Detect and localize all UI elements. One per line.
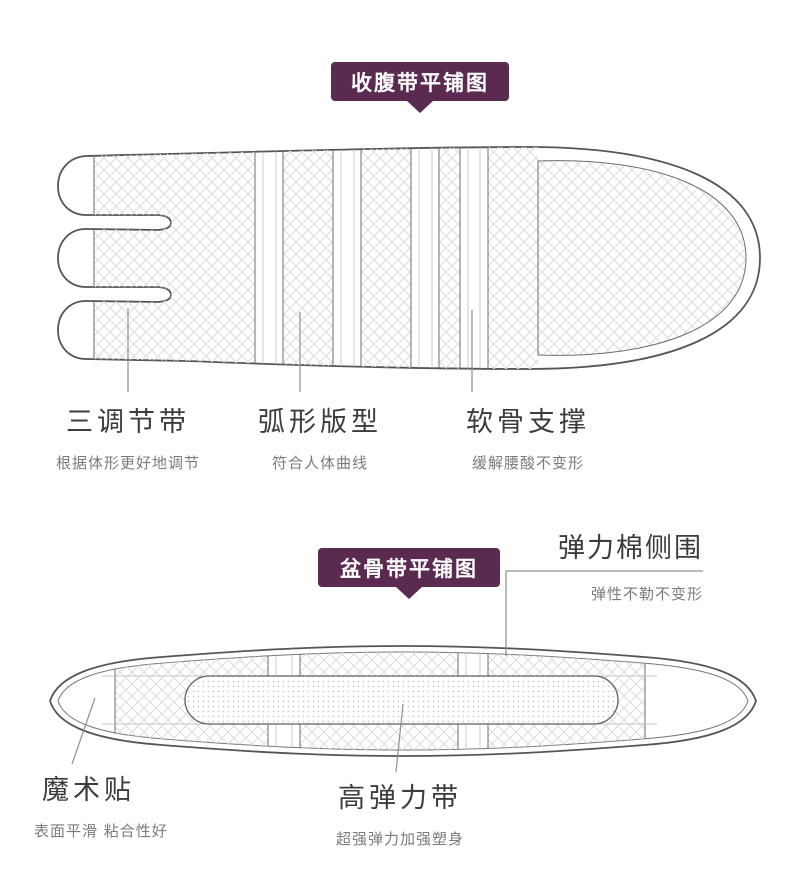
hatch-panel xyxy=(361,147,411,369)
paddle-inner-seam xyxy=(537,160,747,356)
boning-stitch-lines xyxy=(262,147,481,369)
feature-arc-shape: 弧形版型 符合人体曲线 xyxy=(222,400,418,473)
hatch-panel xyxy=(94,147,255,369)
feature-title: 软骨支撑 xyxy=(466,407,590,438)
feature-title: 魔术贴 xyxy=(42,775,135,806)
hatch-panel xyxy=(488,147,538,369)
hatch-panel xyxy=(283,147,333,369)
abdominal-band-badge-arrow-icon xyxy=(407,101,433,113)
callout-elastic-cotton: 弹力棉侧围 弹性不勒不变形 xyxy=(558,526,703,604)
feature-subtitle: 根据体形更好地调节 xyxy=(55,454,200,472)
feature-title: 高弹力带 xyxy=(338,783,462,814)
feature-subtitle: 表面平滑 粘合性好 xyxy=(34,822,168,840)
pelvic-band-illustration xyxy=(49,645,757,757)
feature-bone-support: 软骨支撑 缓解腰酸不变形 xyxy=(428,400,628,473)
abdominal-band-illustration xyxy=(57,146,761,370)
high-elastic-strip xyxy=(184,675,619,725)
abdominal-band-badge: 收腹带平铺图 xyxy=(331,62,509,113)
feature-title: 弹力棉侧围 xyxy=(558,533,703,564)
hatch-panel xyxy=(439,147,460,369)
callout-high-elastic: 高弹力带 超强弹力加强塑身 xyxy=(300,776,500,849)
feature-title: 弧形版型 xyxy=(258,407,382,438)
feature-subtitle: 超强弹力加强塑身 xyxy=(335,830,464,848)
feature-subtitle: 符合人体曲线 xyxy=(271,454,368,472)
pelvic-band-inner-seam xyxy=(57,651,749,751)
panel-seam-lines xyxy=(93,147,489,369)
feature-subtitle: 缓解腰酸不变形 xyxy=(471,454,584,472)
pelvic-band-badge: 盆骨带平铺图 xyxy=(318,548,500,599)
pelvic-band-badge-arrow-icon xyxy=(396,587,422,599)
feature-adjust-straps: 三调节带 根据体形更好地调节 xyxy=(30,400,226,473)
feature-subtitle: 弹性不勒不变形 xyxy=(590,585,703,603)
abdominal-band-badge-label: 收腹带平铺图 xyxy=(351,70,489,95)
callout-velcro: 魔术贴 表面平滑 粘合性好 xyxy=(34,768,168,841)
pelvic-band-badge-label: 盆骨带平铺图 xyxy=(340,556,478,581)
feature-title: 三调节带 xyxy=(66,407,190,438)
